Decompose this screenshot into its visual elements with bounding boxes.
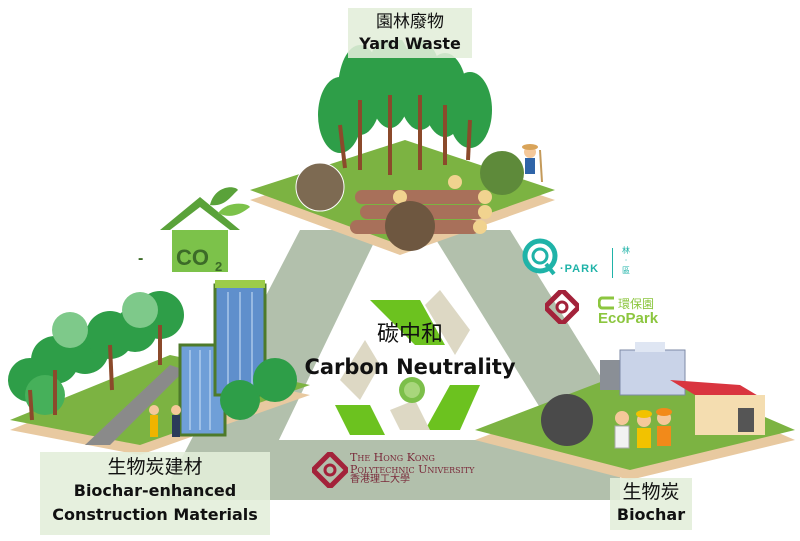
polyu-bottom-logo-icon xyxy=(312,452,348,488)
yard-waste-label: 園林廢物 Yard Waste xyxy=(348,8,472,58)
qpark-divider xyxy=(612,248,613,278)
biochar-photo xyxy=(541,394,593,446)
recycle-icon xyxy=(335,290,480,435)
construction-materials-en-line2: Construction Materials xyxy=(52,505,258,524)
scientists-icon xyxy=(614,408,672,449)
yard-waste-pile-photo xyxy=(385,201,435,251)
construction-materials-zh: 生物炭建材 xyxy=(107,456,203,478)
branches-photo xyxy=(295,162,345,212)
biochar-en: Biochar xyxy=(616,505,686,524)
co2-text: CO xyxy=(176,245,209,270)
qpark-logo-icon xyxy=(522,238,558,276)
qpark-side-zh-1: 林 xyxy=(622,246,630,255)
construction-scene xyxy=(8,280,310,455)
qpark-side-zh-2: 區 xyxy=(622,266,630,275)
co2-subscript: 2 xyxy=(215,259,222,274)
polyu-line2: Polytechnic University xyxy=(350,462,475,476)
yard-waste-scene xyxy=(250,40,555,255)
biochar-scene xyxy=(475,342,795,480)
biochar-zh: 生物炭 xyxy=(622,481,680,503)
qpark-side-dot: · xyxy=(624,256,628,265)
co2-minus: - xyxy=(138,250,143,267)
construction-materials-label: 生物炭建材 Biochar-enhanced Construction Mate… xyxy=(40,452,270,535)
construction-materials-en-line1: Biochar-enhanced xyxy=(73,481,237,500)
ecopark-zh: 環保園 xyxy=(618,297,655,311)
polyu-logo-icon xyxy=(545,290,579,324)
center-label: 碳中和 Carbon Neutrality xyxy=(300,322,520,380)
ecopark-en: EcoPark xyxy=(598,310,659,327)
yard-waste-en: Yard Waste xyxy=(359,34,461,53)
qpark-text: ·PARK xyxy=(560,263,600,275)
yard-waste-zh: 園林廢物 xyxy=(376,12,444,32)
ecopark-logo-icon xyxy=(598,296,614,310)
green-house-leaf-icon: - CO 2 xyxy=(138,187,250,274)
polyu-name: The Hong Kong Polytechnic University 香港理… xyxy=(350,452,474,486)
center-label-en: Carbon Neutrality xyxy=(304,355,516,379)
center-label-zh: 碳中和 xyxy=(376,322,443,347)
leaves-photo xyxy=(480,151,524,195)
polyu-line1: The Hong Kong xyxy=(350,451,435,464)
biochar-label: 生物炭 Biochar xyxy=(610,478,692,530)
qpark-side-text: 林 · 區 xyxy=(620,246,632,276)
polyu-zh: 香港理工大學 xyxy=(350,474,410,486)
farmer-icon xyxy=(522,144,543,183)
